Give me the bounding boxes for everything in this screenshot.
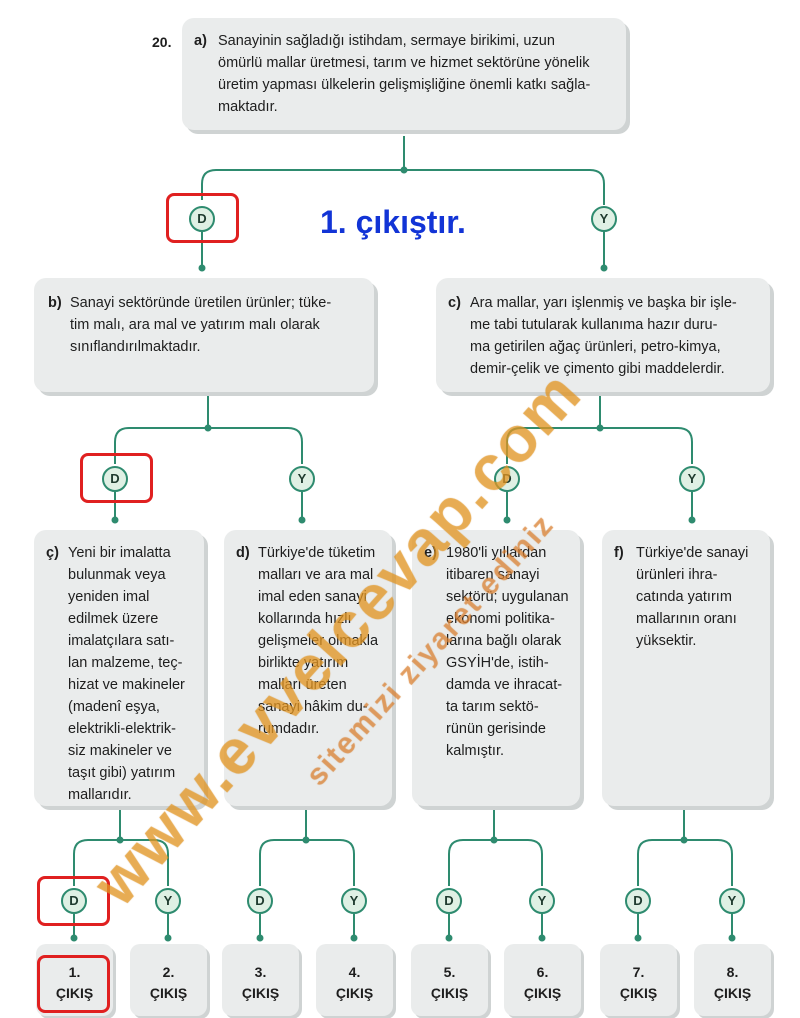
output-3: 3.ÇIKIŞ (222, 944, 299, 1016)
node-d-no: Y (341, 888, 367, 914)
node-c-no: Y (679, 466, 705, 492)
output-6: 6.ÇIKIŞ (504, 944, 581, 1016)
node-e-no: Y (529, 888, 555, 914)
answer-highlight-b-yes (80, 453, 153, 503)
statement-label: c) (448, 295, 461, 311)
statement-text: Ara mallar, yarı işlenmiş ve başka bir i… (470, 295, 737, 377)
node-d-yes: D (247, 888, 273, 914)
output-5: 5.ÇIKIŞ (411, 944, 488, 1016)
output-2: 2.ÇIKIŞ (130, 944, 207, 1016)
node-cc-no: Y (155, 888, 181, 914)
statement-a: a) Sanayinin sağladığı istihdam, sermaye… (182, 18, 626, 130)
question-number: 20. (152, 34, 172, 50)
statement-label: a) (194, 33, 207, 49)
answer-highlight-a-yes (166, 193, 239, 243)
node-b-no: Y (289, 466, 315, 492)
answer-highlight-cc-yes (37, 876, 110, 926)
node-e-yes: D (436, 888, 462, 914)
output-8: 8.ÇIKIŞ (694, 944, 771, 1016)
statement-b: b) Sanayi sektöründe üretilen ürünler; t… (34, 278, 374, 392)
statement-c: c) Ara mallar, yarı işlenmiş ve başka bi… (436, 278, 770, 392)
statement-label: f) (614, 545, 624, 561)
statement-label: e) (424, 545, 437, 561)
node-cc-yes: D (61, 888, 87, 914)
output-4: 4.ÇIKIŞ (316, 944, 393, 1016)
output-7: 7.ÇIKIŞ (600, 944, 677, 1016)
statement-label: d) (236, 545, 250, 561)
statement-label: ç) (46, 545, 59, 561)
answer-highlight-output-1 (37, 955, 110, 1013)
node-f-no: Y (719, 888, 745, 914)
statement-text: Sanayinin sağladığı istihdam, sermaye bi… (218, 33, 591, 115)
node-b-yes: D (102, 466, 128, 492)
node-a-yes: D (189, 206, 215, 232)
node-a-no: Y (591, 206, 617, 232)
node-f-yes: D (625, 888, 651, 914)
statement-text: Sanayi sektöründe üretilen ürünler; tüke… (70, 295, 332, 355)
node-c-yes: D (494, 466, 520, 492)
statement-label: b) (48, 295, 62, 311)
answer-note: 1. çıkıştır. (320, 204, 466, 240)
